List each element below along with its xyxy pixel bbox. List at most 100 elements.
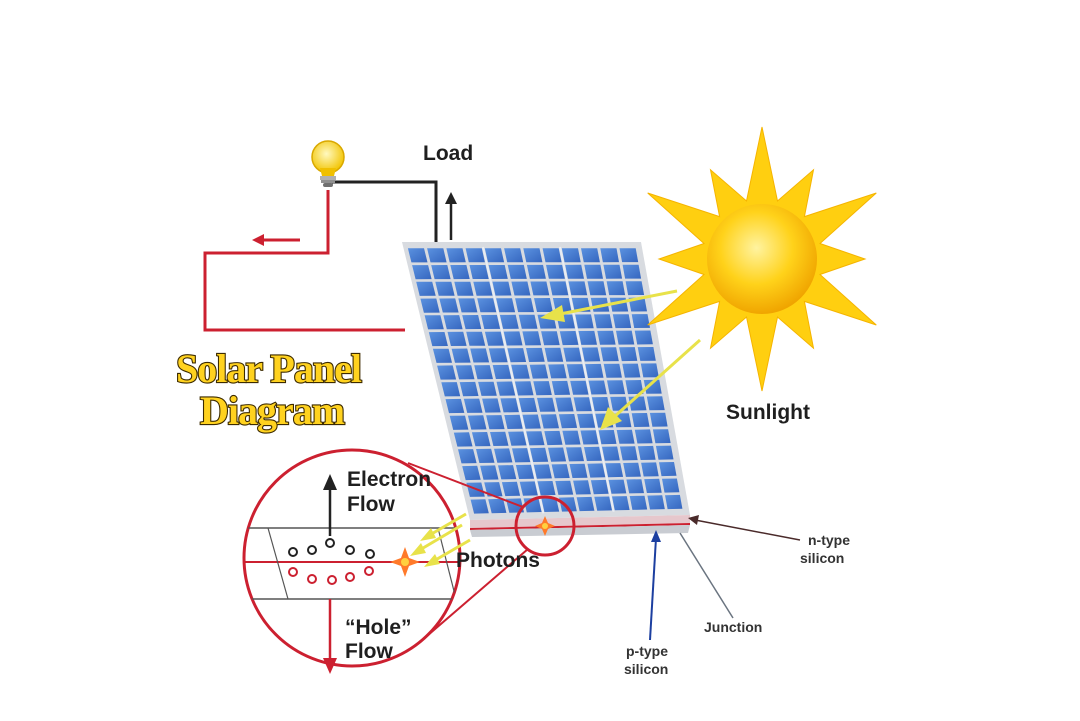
title-line-2: Diagram xyxy=(200,388,345,433)
title-line-1: Solar Panel xyxy=(176,346,362,391)
panel-cell xyxy=(454,281,474,296)
panel-cell xyxy=(519,481,538,496)
panel-cell xyxy=(470,348,490,363)
panel-cell xyxy=(625,281,645,296)
panel-cell xyxy=(573,397,592,412)
panel-cell xyxy=(598,430,617,445)
panel-cell xyxy=(587,463,606,478)
p-type-pointer xyxy=(649,530,661,641)
panel-cell xyxy=(616,429,635,444)
panel-cell xyxy=(477,298,497,313)
panel-cell xyxy=(473,281,493,296)
panel-cell xyxy=(548,447,567,462)
n-type-pointer xyxy=(688,515,801,541)
panel-cell xyxy=(515,298,534,313)
panel-cell xyxy=(544,430,563,446)
panel-cell xyxy=(607,380,626,395)
lens-connector-bottom xyxy=(419,548,529,643)
panel-cell xyxy=(469,265,489,279)
panel-cell xyxy=(649,412,668,427)
panel-cell xyxy=(441,382,461,397)
panel-cell xyxy=(612,314,632,329)
panel-cell xyxy=(481,314,501,329)
panel-cell xyxy=(551,464,570,479)
panel-cell xyxy=(542,248,562,263)
panel-cell xyxy=(522,331,542,346)
panel-cell xyxy=(455,365,475,380)
panel-cell xyxy=(494,448,513,463)
panel-cell xyxy=(573,480,591,495)
panel-cell xyxy=(463,398,483,413)
panel-cell xyxy=(416,281,436,296)
panel-cell xyxy=(603,363,622,378)
panel-cell xyxy=(526,264,546,279)
panel-cell xyxy=(450,265,470,280)
panel-cell xyxy=(652,429,671,444)
panel-busbar xyxy=(482,246,545,514)
panel-cell xyxy=(549,281,569,296)
panel-cell xyxy=(511,364,530,379)
panel-cell xyxy=(484,331,504,346)
panel-cell xyxy=(511,281,531,296)
panel-busbar xyxy=(559,246,615,512)
panel-cell xyxy=(447,331,467,346)
panel-cell xyxy=(606,281,626,296)
holes xyxy=(288,566,374,585)
panel-cell xyxy=(612,496,630,511)
panel-cell xyxy=(488,498,507,514)
panel-cell xyxy=(523,248,543,263)
panel-cell xyxy=(424,315,444,330)
n-type-label-2: silicon xyxy=(800,550,844,566)
panel-cell xyxy=(412,265,432,280)
panel-cell xyxy=(555,397,574,412)
electron-flow-arrow xyxy=(323,474,337,536)
panel-cell xyxy=(537,481,556,496)
panel-cell xyxy=(462,315,482,330)
panel-cell xyxy=(443,315,463,330)
panel-cell xyxy=(587,281,607,296)
panel-cell xyxy=(490,431,509,446)
electron-flow-label-2: Flow xyxy=(347,493,395,516)
panel-cell xyxy=(605,463,624,478)
panel-cell xyxy=(484,248,505,263)
panel-cell xyxy=(486,415,505,430)
hole-flow-label-1: “Hole” xyxy=(345,616,412,639)
panel-cell xyxy=(570,380,589,395)
panel-cell xyxy=(533,381,552,396)
panel-cell xyxy=(622,363,641,378)
solar-panel xyxy=(402,242,690,537)
sunlight-arrows xyxy=(540,289,702,430)
panel-cell xyxy=(631,413,650,427)
panel-cell xyxy=(603,264,623,279)
panel-cell xyxy=(637,445,656,460)
panel-cell xyxy=(646,396,665,411)
panel-cell xyxy=(449,415,469,430)
panel-cell xyxy=(515,464,535,479)
panel-cell xyxy=(544,347,564,362)
panel-cell xyxy=(600,347,619,362)
panel-cell xyxy=(602,446,620,461)
panel-cell xyxy=(445,398,465,414)
panel-cell xyxy=(591,397,610,412)
panel-cell xyxy=(522,414,541,429)
panel-cell xyxy=(407,248,428,263)
panel-cell xyxy=(507,264,527,279)
panel-cell xyxy=(577,413,596,428)
panel-cell xyxy=(576,496,595,512)
lens-connector-top xyxy=(407,462,524,508)
light-bulb-icon xyxy=(311,140,345,187)
panel-cell xyxy=(496,298,516,313)
p-type-layer xyxy=(470,525,690,537)
panel-cell xyxy=(584,264,603,279)
panel-cell xyxy=(563,347,582,362)
panel-cell xyxy=(514,381,534,396)
panel-cell xyxy=(507,348,527,363)
panel-cell xyxy=(478,381,497,396)
panel-cell xyxy=(590,479,609,495)
n-type-layer xyxy=(470,515,690,528)
electron-flow-label-1: Electron xyxy=(347,468,431,491)
panel-cell xyxy=(555,480,574,495)
panel-cell xyxy=(465,248,485,263)
panel-cell xyxy=(500,398,519,413)
